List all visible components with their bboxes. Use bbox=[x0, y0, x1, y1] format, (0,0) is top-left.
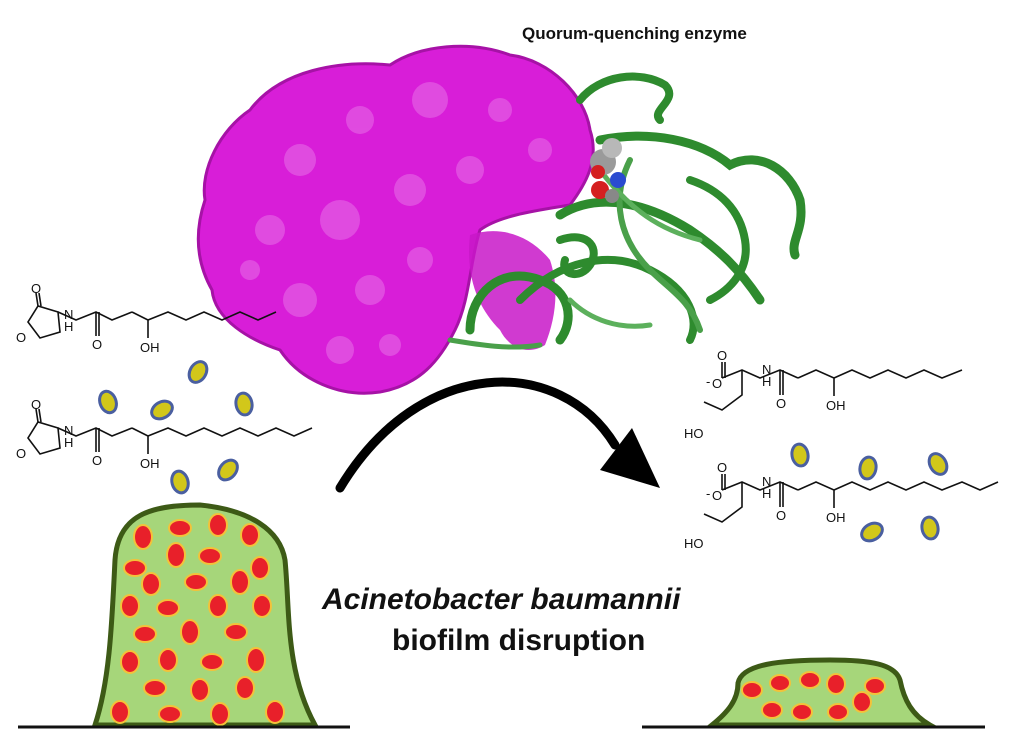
svg-text:OH: OH bbox=[140, 456, 160, 471]
svg-text:O: O bbox=[717, 460, 727, 475]
biofilm-large bbox=[95, 505, 315, 725]
svg-text:O: O bbox=[712, 488, 722, 503]
svg-text:O: O bbox=[31, 281, 41, 296]
enzyme-surface bbox=[198, 46, 593, 393]
process-label: biofilm disruption bbox=[392, 624, 645, 658]
svg-text:O: O bbox=[16, 446, 26, 461]
svg-text:H: H bbox=[762, 486, 771, 501]
svg-text:-: - bbox=[706, 374, 710, 389]
svg-text:O: O bbox=[776, 508, 786, 523]
svg-text:H: H bbox=[64, 319, 73, 334]
svg-text:O: O bbox=[717, 348, 727, 363]
svg-text:O: O bbox=[776, 396, 786, 411]
svg-text:O: O bbox=[31, 397, 41, 412]
svg-text:-: - bbox=[706, 486, 710, 501]
svg-text:OH: OH bbox=[826, 398, 846, 413]
svg-text:OH: OH bbox=[140, 340, 160, 355]
svg-text:HO: HO bbox=[684, 426, 704, 441]
enzyme-label: Quorum-quenching enzyme bbox=[522, 24, 747, 44]
svg-text:H: H bbox=[64, 435, 73, 450]
svg-text:O: O bbox=[16, 330, 26, 345]
reaction-arrow bbox=[340, 382, 660, 488]
svg-text:H: H bbox=[762, 374, 771, 389]
svg-text:O: O bbox=[712, 376, 722, 391]
svg-text:OH: OH bbox=[826, 510, 846, 525]
biofilm-small bbox=[712, 660, 930, 725]
species-label: Acinetobacter baumannii bbox=[322, 583, 680, 617]
svg-text:O: O bbox=[92, 453, 102, 468]
svg-text:HO: HO bbox=[684, 536, 704, 551]
svg-text:O: O bbox=[92, 337, 102, 352]
product-molecule-2 bbox=[704, 474, 998, 522]
